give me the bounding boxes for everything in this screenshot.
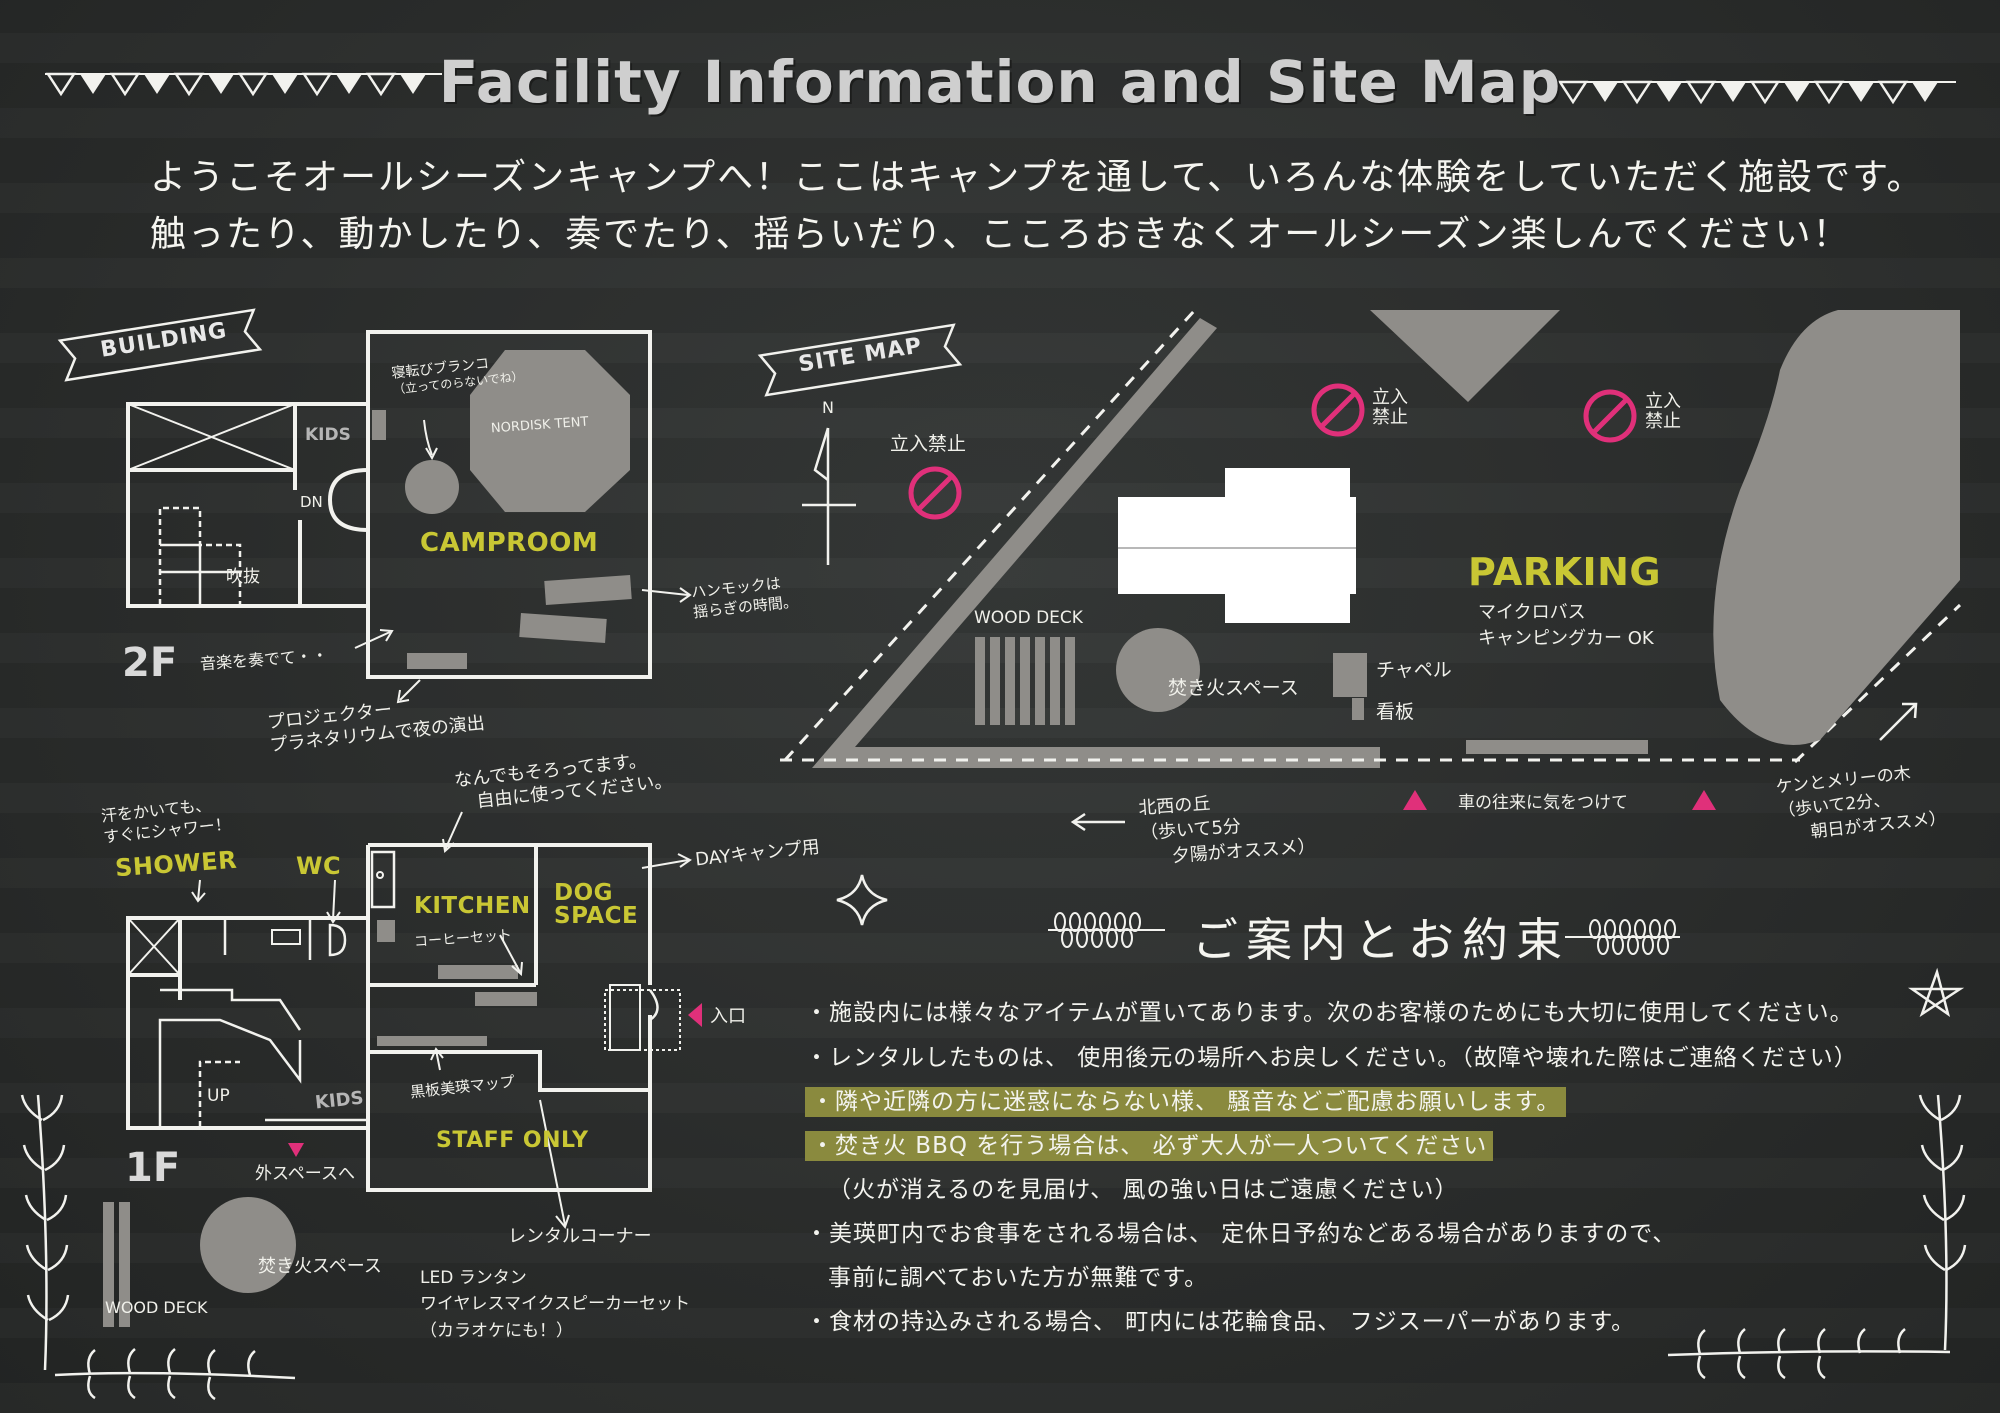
up-label: UP [207, 1086, 230, 1106]
floorplan-2f [126, 330, 652, 679]
camproom-label: CAMPROOM [420, 528, 599, 558]
arrows-2f [354, 419, 692, 704]
rule-item-highlighted: ・焚き火 BBQ を行う場合は、 必ず大人が一人ついてください [805, 1126, 1494, 1161]
rule-item: 事前に調べておいた方が無難です。 [828, 1265, 1209, 1291]
parking-note-label: マイクロバスキャンピングカー OK [1478, 602, 1654, 650]
bunting-right [1558, 80, 1956, 104]
hammock-shape-2 [519, 613, 607, 643]
laurel-left-icon [1048, 912, 1165, 948]
entrance-arrow-icon [688, 1003, 702, 1027]
bench-shape [377, 1036, 487, 1046]
forest-shape [1713, 310, 1960, 745]
northwest-hill-label: 北西の丘 （歩いて5分 夕陽がオススメ） [1137, 793, 1317, 868]
rule-item: ・施設内には様々なアイテムが置いてあります。次のお客様のためにも大切に使用してく… [805, 1000, 1854, 1026]
bunting-left [45, 72, 442, 96]
wood-deck-site-label: WOOD DECK [974, 608, 1083, 628]
vine-right-icon [1667, 1094, 1967, 1380]
site-building [1118, 468, 1356, 623]
kitchen-label: KITCHEN [414, 893, 531, 919]
signboard-shape [1352, 698, 1364, 720]
fire-space-site [1116, 628, 1200, 712]
laurel-right-icon [1565, 919, 1680, 955]
wood-deck-site [975, 637, 1075, 725]
signboard-label: 看板 [1376, 701, 1415, 723]
rule-item: （火が消えるのを見届け、 風の強い日はご遠慮ください） [828, 1177, 1459, 1203]
hammock-shape-1 [544, 575, 632, 605]
sparkle-icon [836, 874, 888, 926]
chapel-shape [1333, 653, 1367, 697]
building-sign-ribbon [57, 308, 263, 382]
warning-triangle-icon [1403, 790, 1427, 810]
rental-items-label: LED ランタン ワイヤレスマイクスピーカーセット （カラオケにも！） [420, 1268, 691, 1341]
gravel-triangle [1370, 310, 1560, 402]
rule-item: ・食材の持込みされる場合、 町内には花輪食品、 フジスーパーがあります。 [805, 1309, 1636, 1335]
sink-shape [377, 920, 395, 942]
parking-bar [1466, 740, 1648, 754]
wc-label: WC [296, 852, 342, 880]
arrows-1f [191, 811, 692, 1230]
dn-label: DN [300, 493, 323, 511]
site-boundary-diagonal [783, 308, 1197, 762]
wood-deck-1f [103, 1202, 130, 1327]
no-entry-label-3: 立入禁止 [1645, 391, 1681, 432]
fire-space-1f [200, 1197, 296, 1293]
tree-arrow-icon [1879, 702, 1918, 741]
no-entry-icon [908, 383, 1637, 520]
rental-corner-label: レンタルコーナー [508, 1226, 652, 1247]
warning-triangle-icon [1692, 790, 1716, 810]
shelf-shape [475, 992, 537, 1006]
nordisk-tent-shape [470, 350, 630, 512]
swing-shape [405, 460, 459, 514]
outside-arrow-icon [288, 1143, 304, 1157]
hill-arrow-icon [1070, 812, 1125, 832]
north-arrow-icon [802, 427, 856, 565]
no-entry-label-2: 立入禁止 [1372, 387, 1408, 428]
north-label: N [822, 398, 834, 417]
projector-shape [407, 653, 467, 669]
floor-1f-label: 1F [125, 1145, 181, 1191]
rule-item-highlighted: ・隣や近隣の方に迷惑にならない様、 騒音などご配慮お願いします。 [805, 1082, 1567, 1117]
fire-space-1f-label: 焚き火スペース [258, 1256, 382, 1277]
parking-label: PARKING [1468, 550, 1662, 594]
traffic-warning-label: 車の往来に気をつけて [1458, 793, 1628, 813]
intro-line-1: ようこそオールシーズンキャンプへ！ここはキャンプを通して、いろんな体験をしていた… [150, 157, 1925, 198]
rule-item: ・レンタルしたものは、 使用後元の場所へお戻しください。（故障や壊れた際はご連絡… [805, 1045, 1858, 1071]
kids-label-2f: KIDS [305, 425, 351, 445]
floor-2f-label: 2F [122, 640, 178, 686]
rule-item: ・美瑛町内でお食事をされる場合は、 定休日予約などある場合がありますので、 [805, 1221, 1677, 1247]
site-triangle [812, 318, 1380, 768]
outside-space-label: 外スペースへ [255, 1164, 355, 1184]
vine-left-icon [20, 1094, 296, 1401]
rules-title: ご案内とお約束 [1192, 913, 1570, 967]
floorplan-1f [126, 843, 681, 1192]
wood-deck-1f-label: WOOD DECK [105, 1298, 208, 1317]
entrance-label: 入口 [710, 1006, 746, 1027]
chapel-label: チャペル [1376, 659, 1452, 681]
road-line-right [1793, 603, 1962, 764]
star-icon [1908, 967, 1965, 1018]
sitemap-sign-ribbon [757, 323, 963, 397]
counter-shape [438, 965, 518, 979]
no-entry-label-1: 立入禁止 [890, 433, 967, 455]
page-title: Facility Information and Site Map [438, 48, 1562, 116]
intro-line-2: 触ったり、動かしたり、奏でたり、揺らいだり、こころおきなくオールシーズン楽しんで… [150, 214, 1851, 255]
fukinuke-label: 吹抜 [226, 567, 260, 587]
fire-space-site-label: 焚き火スペース [1168, 677, 1299, 699]
staff-only-label: STAFF ONLY [436, 1128, 589, 1153]
